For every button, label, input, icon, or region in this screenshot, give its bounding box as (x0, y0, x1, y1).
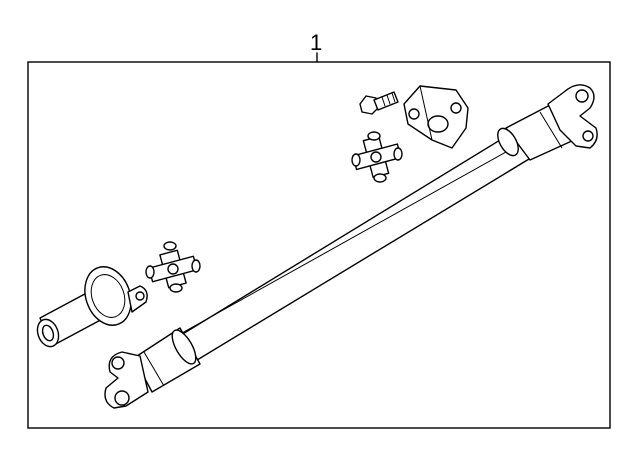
mounting-bolt[interactable] (359, 91, 399, 115)
diagram-frame (27, 61, 611, 429)
drive-shaft-rear-yoke (547, 84, 598, 149)
drive-shaft-tube[interactable] (149, 133, 535, 375)
universal-joint-rear[interactable] (351, 131, 403, 183)
universal-joint-front[interactable] (145, 241, 201, 293)
center-bearing-bracket[interactable] (403, 85, 469, 149)
callout-1[interactable]: 1 (310, 30, 322, 63)
drive-shaft-front-yoke (104, 351, 149, 409)
front-slip-yoke[interactable] (34, 260, 148, 349)
callout-label: 1 (310, 30, 322, 55)
